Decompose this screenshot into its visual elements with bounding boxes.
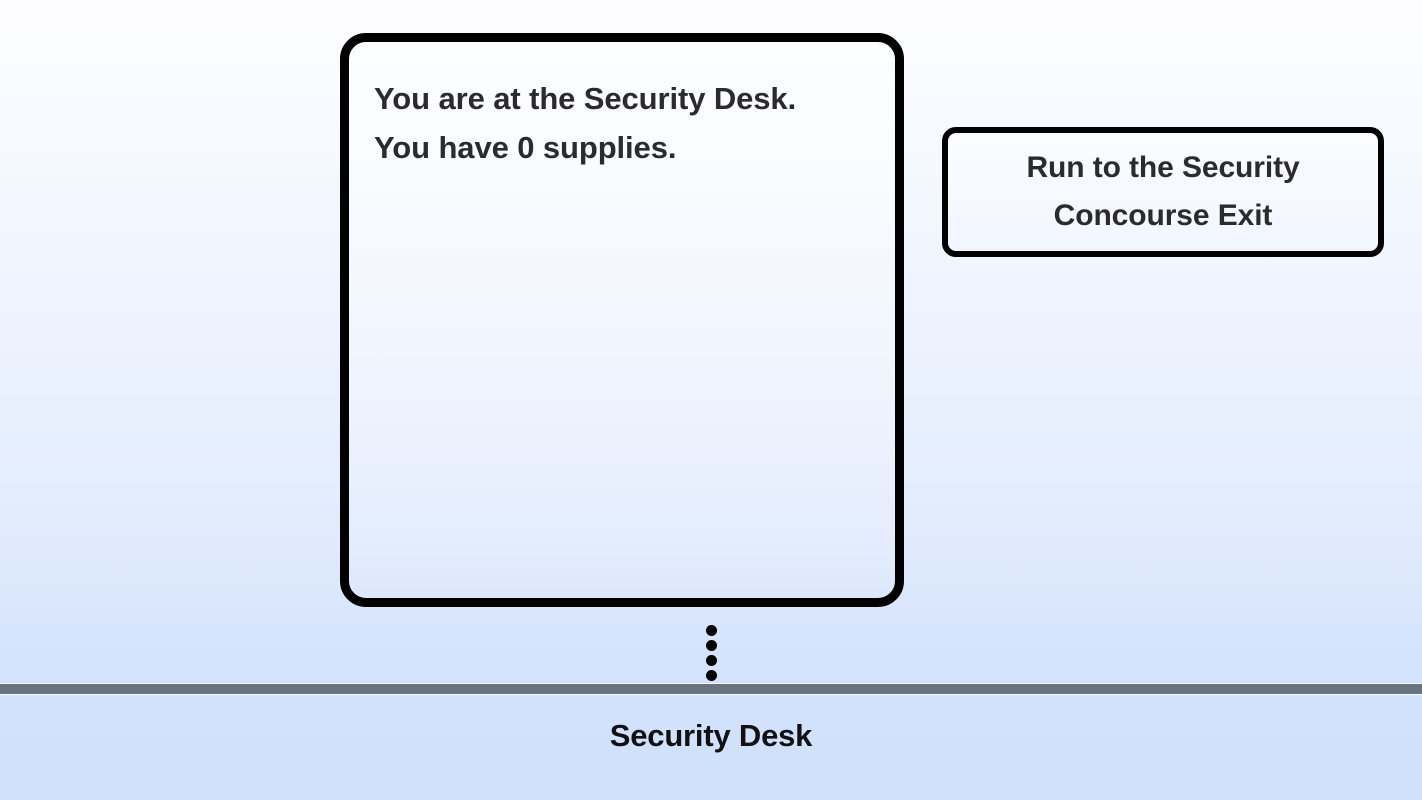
- connector-dot-icon: [705, 640, 717, 651]
- location-label: Security Desk: [609, 718, 813, 753]
- narration-text: You are at the Security Desk. You have 0…: [374, 81, 797, 165]
- floor-divider: [0, 683, 1422, 695]
- connector-dot-icon: [705, 625, 717, 636]
- action-button-run-to-security-concourse-exit[interactable]: Run to the Security Concourse Exit: [942, 127, 1384, 257]
- action-button-label: Run to the Security Concourse Exit: [1026, 151, 1300, 232]
- connector-dots: [705, 625, 717, 681]
- connector-dot-icon: [705, 670, 717, 681]
- narration-panel: You are at the Security Desk. You have 0…: [340, 33, 904, 607]
- connector-dot-icon: [705, 655, 717, 666]
